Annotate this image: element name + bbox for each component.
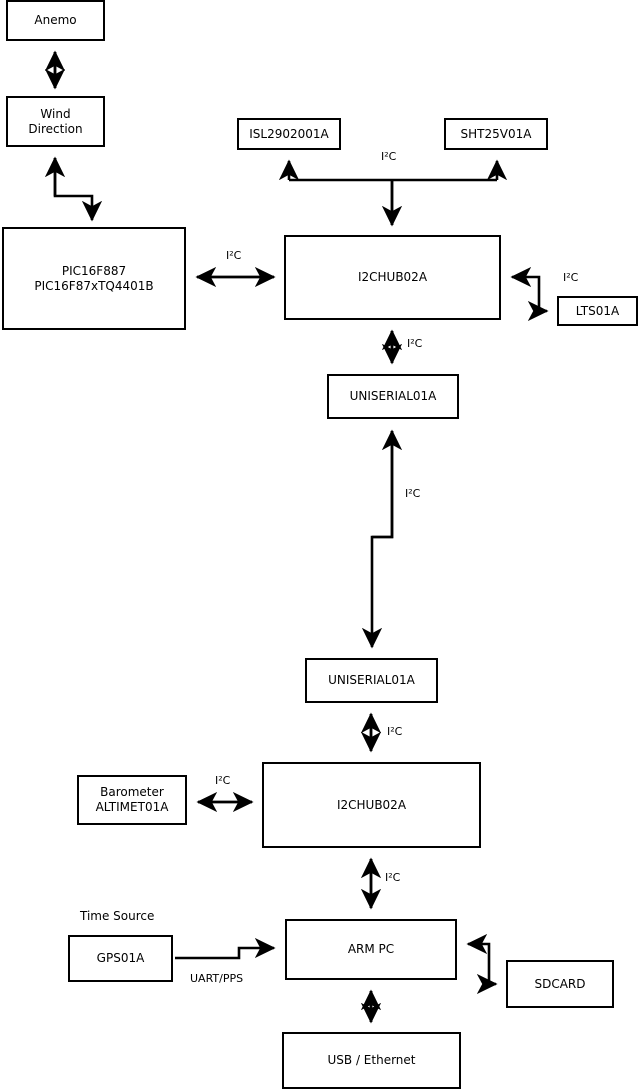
edge-label-gps-armpc: UART/PPS	[190, 972, 244, 985]
edge-lts-hubtop	[510, 266, 541, 288]
label-time-source: Time Source	[80, 909, 155, 923]
edge-label-hub-uniserial: I²C	[407, 337, 423, 350]
node-i2chub02a-top[interactable]: I2CHUB02A	[284, 235, 501, 320]
edge-wind-down	[53, 158, 103, 222]
node-isl2902001a[interactable]: ISL2902001A	[237, 118, 341, 150]
node-sdcard[interactable]: SDCARD	[506, 960, 614, 1008]
edge-gps-armpc	[175, 937, 276, 960]
node-pic-microcontroller[interactable]: PIC16F887 PIC16F87xTQ4401B	[2, 227, 186, 330]
node-sht25v01a[interactable]: SHT25V01A	[444, 118, 548, 150]
node-gps01a[interactable]: GPS01A	[68, 935, 173, 982]
edge-uni2-uni1	[372, 429, 403, 539]
node-uniserial01a-upper[interactable]: UNISERIAL01A	[327, 374, 459, 419]
edge-label-hub-lts: I²C	[563, 271, 579, 284]
node-usb-ethernet[interactable]: USB / Ethernet	[282, 1032, 461, 1089]
edge-sdcard-armpc	[466, 933, 491, 955]
edge-uni1-uni2	[361, 431, 394, 649]
edge-label-pic-hub: I²C	[226, 249, 242, 262]
node-arm-pc[interactable]: ARM PC	[285, 919, 457, 980]
edge-label-barometer-hub: I²C	[215, 774, 231, 787]
edge-armpc-sdcard	[476, 949, 498, 995]
node-anemo[interactable]: Anemo	[6, 0, 105, 41]
edge-hubtop-lts	[527, 282, 549, 322]
node-wind-direction[interactable]: Wind Direction	[6, 96, 105, 147]
node-barometer-altimet01a[interactable]: Barometer ALTIMET01A	[77, 775, 187, 825]
edge-label-hub-armpc: I²C	[385, 871, 401, 884]
node-i2chub02a-bottom[interactable]: I2CHUB02A	[262, 762, 481, 848]
edge-label-uniserial-hub: I²C	[387, 725, 403, 738]
node-lts01a[interactable]: LTS01A	[557, 296, 638, 326]
edge-label-hub-sensors: I²C	[381, 150, 397, 163]
node-uniserial01a-lower[interactable]: UNISERIAL01A	[305, 658, 438, 703]
edge-label-uniserial-uniserial: I²C	[405, 487, 421, 500]
